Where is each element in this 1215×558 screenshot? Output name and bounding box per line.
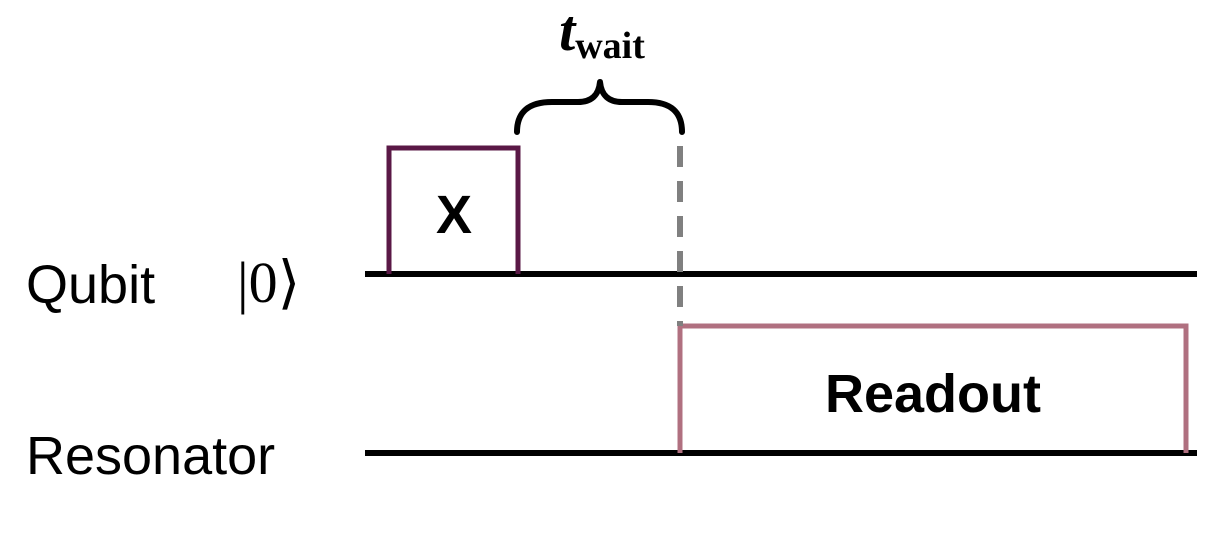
wait-time-symbol: t xyxy=(559,0,577,63)
x-gate-pulse xyxy=(386,145,521,274)
qubit-initial-state: |0⟩ xyxy=(237,250,300,315)
x-gate-label: X xyxy=(436,185,472,245)
wait-time-subscript: wait xyxy=(575,25,645,67)
qubit-label: Qubit xyxy=(26,255,155,315)
readout-pulse xyxy=(677,323,1189,453)
wait-time-label: twait xyxy=(559,0,645,67)
resonator-label: Resonator xyxy=(26,426,275,486)
wait-brace xyxy=(514,79,685,135)
readout-label: Readout xyxy=(825,364,1041,424)
